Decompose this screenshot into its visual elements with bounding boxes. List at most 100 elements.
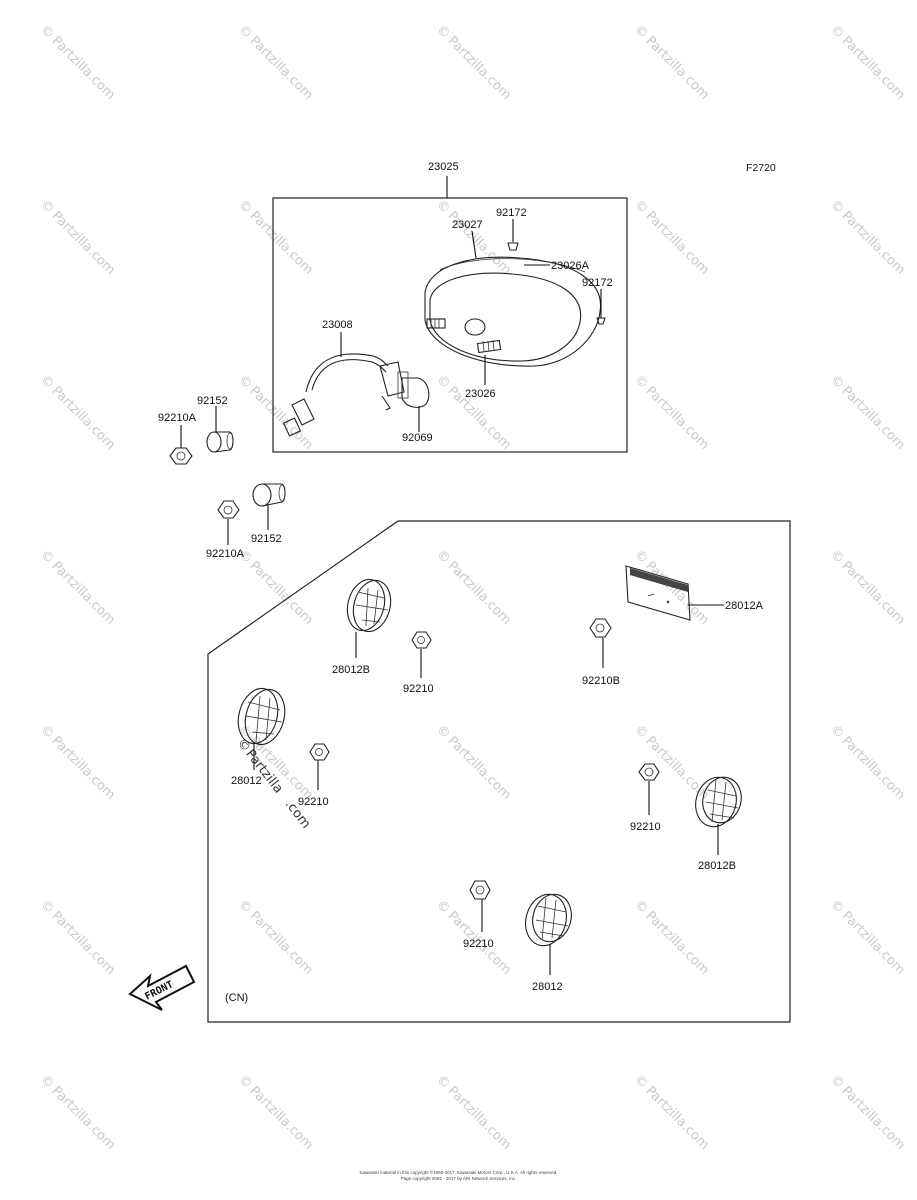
watermark-text: Partzilla.com — [642, 909, 711, 978]
watermark-tile: ©Partzilla.com — [433, 372, 514, 453]
watermark-text: Partzilla.com — [48, 34, 117, 103]
label-collar-2: 92152 — [251, 533, 282, 545]
label-housing: 23026 — [465, 388, 496, 400]
label-reflector-panel: 28012A — [725, 600, 764, 612]
watermark-tile: ©Partzilla.com — [235, 197, 316, 278]
label-nut-7: 92210 — [463, 938, 494, 950]
figure-code: F2720 — [746, 162, 776, 174]
market-note: (CN) — [225, 992, 248, 1004]
watermark-text: Partzilla.com — [48, 734, 117, 803]
watermark-text: Partzilla.com — [246, 559, 315, 628]
watermark-tile: ©Partzilla.com — [37, 722, 118, 803]
watermark-text: Partzilla.com — [444, 559, 513, 628]
watermark-text: Partzilla.com — [48, 1084, 117, 1153]
label-nut-1: 92210A — [158, 412, 197, 424]
watermark-tile: ©Partzilla.com — [631, 547, 712, 628]
label-nut-4: 92210B — [582, 675, 620, 687]
watermark-tile: ©Partzilla.com — [631, 22, 712, 103]
watermark-text: Partzilla.com — [444, 1084, 513, 1153]
watermark-tile: ©Partzilla.com — [827, 897, 908, 978]
watermark-text: Partzilla.com — [48, 384, 117, 453]
watermark-text: Partzilla.com — [838, 734, 907, 803]
watermark-tile: ©Partzilla.com — [235, 897, 316, 978]
label-screw-top: 92172 — [496, 207, 527, 219]
assembly-box — [272, 176, 628, 453]
watermark-text: Partzilla.com — [642, 559, 711, 628]
watermark-tile: ©Partzilla.com — [827, 1072, 908, 1153]
housing-stud-left — [426, 318, 446, 329]
watermark-text: Partzilla.com — [444, 734, 513, 803]
screw-top — [507, 219, 519, 251]
watermark-text: Partzilla.com — [838, 384, 907, 453]
label-housing-clip: 23026A — [551, 260, 590, 272]
label-lens: 23027 — [452, 219, 483, 231]
watermark-tile: ©Partzilla.com — [631, 1072, 712, 1153]
collar-2 — [252, 483, 286, 507]
nut-5 — [309, 743, 330, 761]
collar-1 — [206, 431, 234, 453]
watermark-tile: ©Partzilla.com — [37, 1072, 118, 1153]
watermark-tile: ©Partzilla.com — [827, 547, 908, 628]
watermark-text: Partzilla.com — [642, 734, 711, 803]
watermark-tile: ©Partzilla.com — [827, 197, 908, 278]
front-arrow-icon: FRONT — [128, 964, 196, 1011]
label-socket-harness: 23008 — [322, 319, 353, 331]
watermark-tile: ©Partzilla.com — [433, 547, 514, 628]
label-bulb: 92069 — [402, 432, 433, 444]
reflector-3 — [695, 776, 742, 828]
watermark-text: Partzilla.com — [838, 559, 907, 628]
nut-4 — [589, 618, 612, 638]
watermark-text: Partzilla.com — [642, 384, 711, 453]
watermark-text: Partzilla.com — [642, 34, 711, 103]
reflector-2 — [237, 687, 286, 746]
reflector-4 — [524, 893, 572, 947]
label-nut-5: 92210 — [298, 796, 329, 808]
nut-3 — [411, 631, 432, 649]
label-nut-6: 92210 — [630, 821, 661, 833]
watermark-tile: ©Partzilla.com — [433, 722, 514, 803]
copyright-line-2: Page copyright 2002 - 2017 by ARI Networ… — [400, 1176, 517, 1181]
socket-harness — [282, 353, 405, 437]
watermark-text: Partzilla.com — [838, 209, 907, 278]
watermark-tile: ©Partzilla.com — [37, 197, 118, 278]
label-reflector-4: 28012 — [532, 981, 563, 993]
watermark-text: Partzilla.com — [246, 1084, 315, 1153]
watermark-tile: ©Partzilla.com — [631, 372, 712, 453]
nut-2 — [217, 500, 240, 519]
reflector-section-outline — [207, 520, 791, 1023]
watermark-text: Partzilla.com — [642, 209, 711, 278]
watermark-tile: ©Partzilla.com — [37, 897, 118, 978]
tail-lamp-housing — [424, 256, 602, 367]
watermark-text: Partzilla.com — [838, 909, 907, 978]
watermark-text: Partzilla.com — [838, 1084, 907, 1153]
label-reflector-1: 28012B — [332, 664, 370, 676]
reflector-panel — [625, 565, 691, 621]
label-reflector-3: 28012B — [698, 860, 736, 872]
label-collar-1: 92152 — [197, 395, 228, 407]
watermark-tile: ©Partzilla.com — [631, 197, 712, 278]
watermark-text: Partzilla.com — [246, 209, 315, 278]
watermark-tile: ©Partzilla.com — [37, 22, 118, 103]
watermark-text: Partzilla.com — [48, 209, 117, 278]
watermark-tile: ©Partzilla.com — [235, 1072, 316, 1153]
watermark-tile: ©Partzilla.com — [827, 722, 908, 803]
watermark-tile: ©Partzilla.com — [37, 372, 118, 453]
label-nut-2: 92210A — [206, 548, 245, 560]
nut-7 — [469, 880, 491, 900]
nut-1 — [169, 447, 193, 465]
screw-right — [596, 289, 606, 325]
watermark-text: Partzilla.com — [444, 34, 513, 103]
watermark-tile: ©Partzilla.com — [433, 1072, 514, 1153]
label-reflector-2: 28012 — [231, 775, 262, 787]
nut-6 — [638, 763, 660, 781]
reflector-1 — [346, 578, 392, 633]
label-screw-right: 92172 — [582, 277, 613, 289]
watermark-tile: ©Partzilla.com — [235, 372, 316, 453]
bulb — [397, 371, 430, 408]
watermark-text: Partzilla.com — [838, 34, 907, 103]
watermark-tile: ©Partzilla.com — [827, 372, 908, 453]
watermark-tile: ©Partzilla.com — [433, 22, 514, 103]
watermark-text: Partzilla.com — [48, 909, 117, 978]
watermark-tile: ©Partzilla.com — [827, 22, 908, 103]
